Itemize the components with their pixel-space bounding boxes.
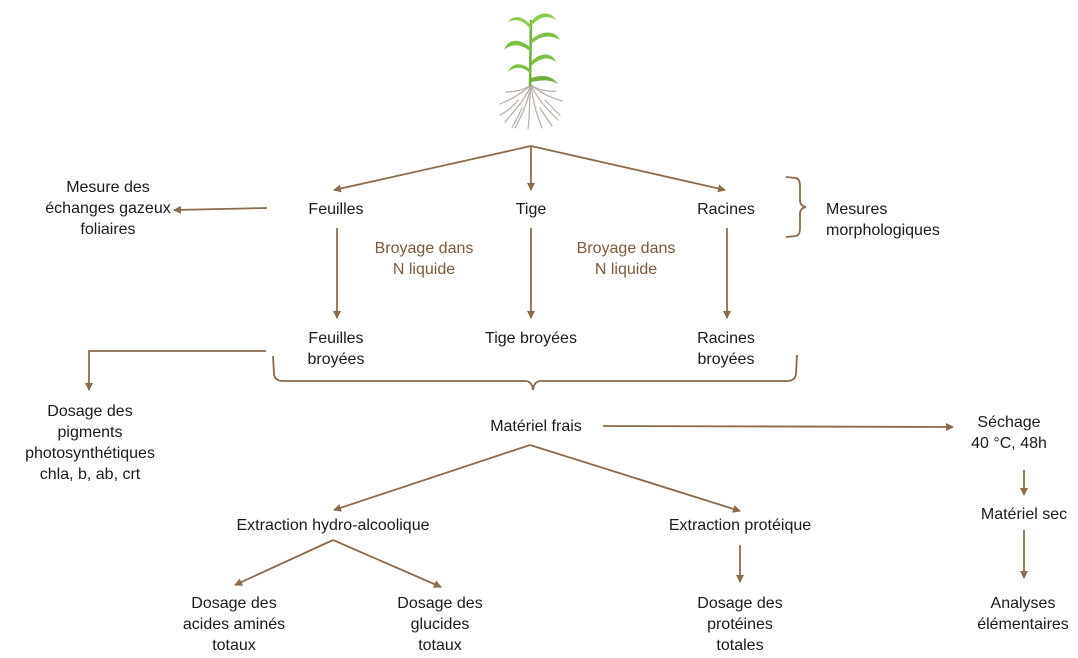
node-proteins-line2: protéines xyxy=(707,616,773,633)
note-grind-right: Broyage dans N liquide xyxy=(564,238,688,280)
node-ground-leaves: Feuilles broyées xyxy=(286,328,386,370)
arrow-ground-pigments xyxy=(85,350,266,391)
arrow-hydro-sugars xyxy=(332,539,442,588)
node-roots: Racines xyxy=(676,199,776,220)
node-amino: Dosage des acides aminés totaux xyxy=(164,593,304,656)
node-stem-label: Tige xyxy=(515,201,547,218)
node-sugars-line1: Dosage des xyxy=(397,595,483,612)
arrow-fresh-drying xyxy=(602,422,954,431)
node-elemental-line2: élémentaires xyxy=(977,616,1069,633)
node-gas-exchange-line1: Mesure des xyxy=(66,179,150,196)
node-ground-stem: Tige broyées xyxy=(466,328,596,349)
node-fresh-label: Matériel frais xyxy=(490,418,582,435)
node-roots-label: Racines xyxy=(697,201,755,218)
note-grind-left-line2: N liquide xyxy=(392,261,456,278)
node-drying-line1: Séchage xyxy=(977,414,1041,431)
node-pigments-line4: chla, b, ab, crt xyxy=(39,466,141,483)
node-amino-line2: acides aminés xyxy=(182,616,286,633)
note-grind-left: Broyage dans N liquide xyxy=(362,238,486,280)
arrow-plant-leaves xyxy=(333,145,532,193)
brace-morpho xyxy=(785,176,807,238)
node-ground-stem-label: Tige broyées xyxy=(485,330,577,347)
node-amino-line3: totaux xyxy=(212,637,256,654)
node-proteins-line1: Dosage des xyxy=(697,595,783,612)
node-ground-roots-line1: Racines xyxy=(697,330,755,347)
node-pigments-line1: Dosage des xyxy=(47,403,133,420)
brace-fresh xyxy=(272,354,798,391)
arrow-leaves-gas xyxy=(173,205,268,214)
node-elemental: Analyses élémentaires xyxy=(968,593,1078,635)
arrow-plant-roots xyxy=(530,145,726,193)
node-leaves: Feuilles xyxy=(284,199,388,220)
roots-drawing xyxy=(499,84,563,130)
node-leaves-label: Feuilles xyxy=(308,201,364,218)
node-pigments-line2: pigments xyxy=(57,424,123,441)
node-drying: Séchage 40 °C, 48h xyxy=(954,412,1064,454)
node-pigments-line3: photosynthétiques xyxy=(25,445,155,462)
node-sugars: Dosage des glucides totaux xyxy=(380,593,500,656)
node-gas-exchange-line3: foliaires xyxy=(80,221,136,238)
note-grind-left-line1: Broyage dans xyxy=(374,240,474,257)
node-ground-roots: Racines broyées xyxy=(676,328,776,370)
node-dry-label: Matériel sec xyxy=(980,506,1068,523)
node-proteins-line3: totales xyxy=(716,637,764,654)
node-dry: Matériel sec xyxy=(964,504,1078,525)
arrow-fresh-hydro xyxy=(333,444,531,512)
node-hydro: Extraction hydro-alcoolique xyxy=(200,515,466,536)
node-elemental-line1: Analyses xyxy=(990,595,1056,612)
node-hydro-label: Extraction hydro-alcoolique xyxy=(236,517,430,534)
node-morpho-line2: morphologiques xyxy=(826,222,940,239)
node-proteins: Dosage des protéines totales xyxy=(680,593,800,656)
node-stem: Tige xyxy=(491,199,571,220)
arrow-hydro-amino xyxy=(234,539,334,586)
plant-stem-leaves xyxy=(504,13,560,87)
node-sugars-line3: totaux xyxy=(418,637,462,654)
node-drying-line2: 40 °C, 48h xyxy=(971,435,1047,452)
node-fresh: Matériel frais xyxy=(466,416,606,437)
node-sugars-line2: glucides xyxy=(410,616,470,633)
node-protein-extraction: Extraction protéique xyxy=(660,515,820,536)
note-grind-right-line2: N liquide xyxy=(594,261,658,278)
node-ground-roots-line2: broyées xyxy=(697,351,755,368)
note-grind-right-line1: Broyage dans xyxy=(576,240,676,257)
node-pigments: Dosage des pigments photosynthétiques ch… xyxy=(6,401,174,485)
node-protein-extraction-label: Extraction protéique xyxy=(668,517,812,534)
node-ground-leaves-line2: broyées xyxy=(307,351,365,368)
node-gas-exchange-line2: échanges gazeux xyxy=(45,200,171,217)
node-amino-line1: Dosage des xyxy=(191,595,277,612)
node-ground-leaves-line1: Feuilles xyxy=(308,330,364,347)
node-morpho-line1: Mesures xyxy=(826,201,888,218)
node-gas-exchange: Mesure des échanges gazeux foliaires xyxy=(16,177,200,240)
arrow-fresh-protein xyxy=(529,444,741,513)
node-morpho: Mesures morphologiques xyxy=(826,199,940,241)
